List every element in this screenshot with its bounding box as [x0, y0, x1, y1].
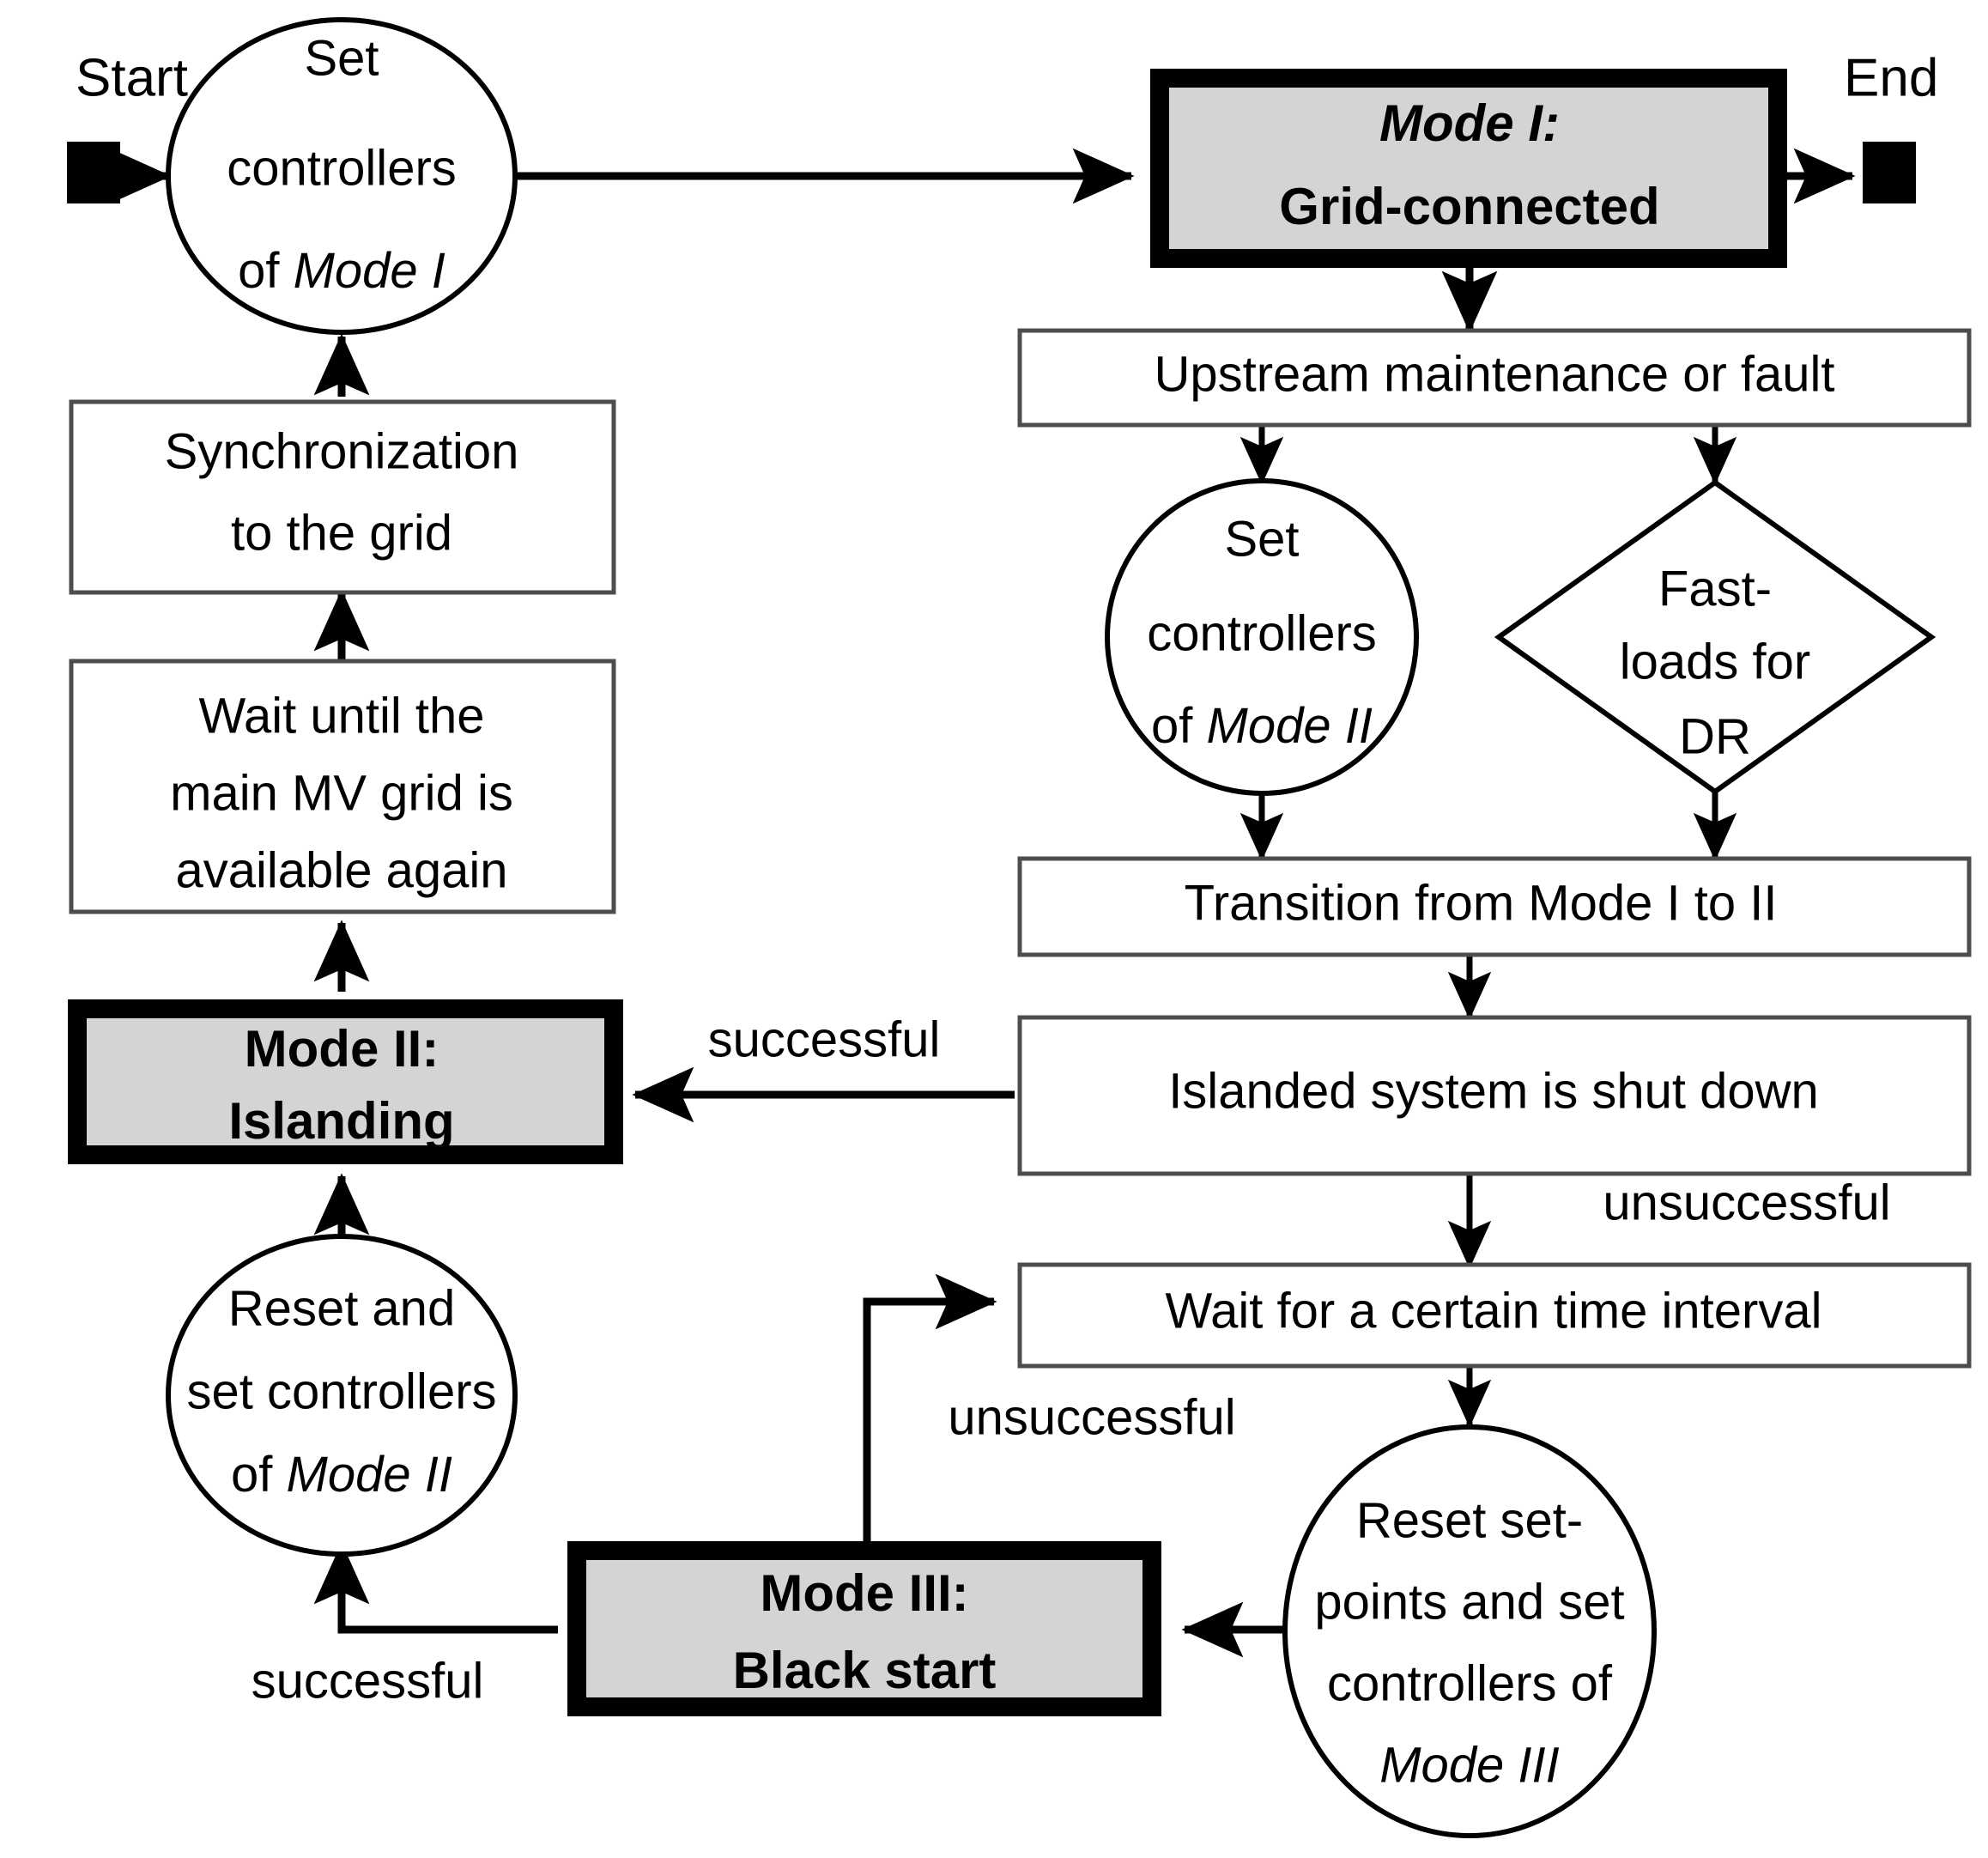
edge-label-successful-mode3-to-reset: successful	[252, 1653, 484, 1709]
node-fast-loads-line2: loads for	[1620, 634, 1810, 689]
node-set-controllers-mode1-line2: controllers	[227, 140, 457, 196]
node-fast-loads-line3: DR	[1679, 708, 1751, 764]
node-reset-setpoints-mode3[interactable]	[1282, 1424, 1657, 1838]
node-reset-set-controllers-line1: Reset and	[228, 1280, 455, 1336]
connector-mode3-to-wait-interval	[863, 1273, 997, 1541]
node-wait-mv-grid-line1: Wait until the	[198, 688, 484, 744]
node-mode2-line1: Mode II:	[245, 1020, 439, 1078]
node-set-controllers-mode1-line3: of Mode I	[238, 243, 445, 299]
edge-label-successful-to-mode2: successful	[708, 1011, 941, 1067]
node-reset-setpoints-line1: Reset set-	[1356, 1492, 1583, 1548]
node-mode3-black-start[interactable]	[567, 1541, 1161, 1716]
end-terminator	[1863, 142, 1916, 203]
end-label: End	[1844, 48, 1938, 107]
start-label: Start	[76, 48, 188, 107]
node-reset-set-controllers-line2: set controllers	[186, 1363, 496, 1419]
node-upstream-maintenance[interactable]	[1017, 328, 1972, 428]
node-upstream-maintenance-label: Upstream maintenance or fault	[1154, 346, 1834, 402]
edge-label-unsuccessful-mode3-to-wait: unsuccessful	[948, 1389, 1235, 1445]
node-synchronization-line1: Synchronization	[165, 423, 519, 479]
node-mode1-line1: Mode I:	[1379, 94, 1560, 152]
node-set-controllers-mode1[interactable]	[166, 17, 518, 335]
node-synchronization-line2: to the grid	[231, 505, 452, 561]
connector-mode3-to-reset-set-controllers-mode2	[313, 1542, 558, 1634]
node-reset-setpoints-line3: controllers of	[1327, 1655, 1613, 1711]
node-mode1-grid-connected[interactable]	[1150, 69, 1787, 268]
start-terminator	[67, 142, 120, 203]
node-set-controllers-mode2-line3: of Mode II	[1151, 698, 1373, 754]
node-fast-loads-for-dr[interactable]	[1494, 479, 1936, 795]
node-mode1-line2: Grid-connected	[1279, 178, 1659, 235]
node-wait-mv-grid-available[interactable]	[69, 659, 616, 914]
node-transition-label: Transition from Mode I to II	[1185, 875, 1778, 931]
node-mode3-line1: Mode III:	[760, 1564, 968, 1622]
node-wait-for-time-interval[interactable]	[1017, 1262, 1972, 1369]
node-synchronization-to-grid[interactable]	[69, 399, 616, 595]
node-set-controllers-mode2-line2: controllers	[1147, 605, 1377, 661]
node-mode2-line2: Islanding	[228, 1092, 454, 1150]
node-set-controllers-mode1-line1: Set	[304, 30, 379, 86]
node-wait-mv-grid-line2: main MV grid is	[170, 765, 513, 821]
node-fast-loads-line1: Fast-	[1658, 561, 1772, 616]
node-wait-interval-label: Wait for a certain time interval	[1166, 1283, 1822, 1339]
node-mode2-islanding[interactable]	[68, 999, 623, 1164]
node-wait-mv-grid-line3: available again	[176, 842, 508, 898]
node-reset-set-controllers-line3: of Mode II	[231, 1447, 452, 1503]
node-reset-setpoints-line4: Mode III	[1379, 1737, 1560, 1793]
node-islanded-system-shut-down[interactable]	[1017, 1015, 1972, 1176]
node-set-controllers-mode2[interactable]	[1105, 478, 1419, 796]
node-transition-mode1-to-mode2[interactable]	[1017, 856, 1972, 957]
edge-label-unsuccessful-to-wait-interval: unsuccessful	[1603, 1175, 1890, 1230]
node-set-controllers-mode2-line1: Set	[1224, 511, 1299, 567]
node-reset-set-controllers-mode2[interactable]	[166, 1234, 518, 1557]
node-islanded-shutdown-label: Islanded system is shut down	[1168, 1063, 1819, 1119]
node-reset-setpoints-line2: points and set	[1314, 1574, 1624, 1630]
node-mode3-line2: Black start	[733, 1642, 997, 1699]
